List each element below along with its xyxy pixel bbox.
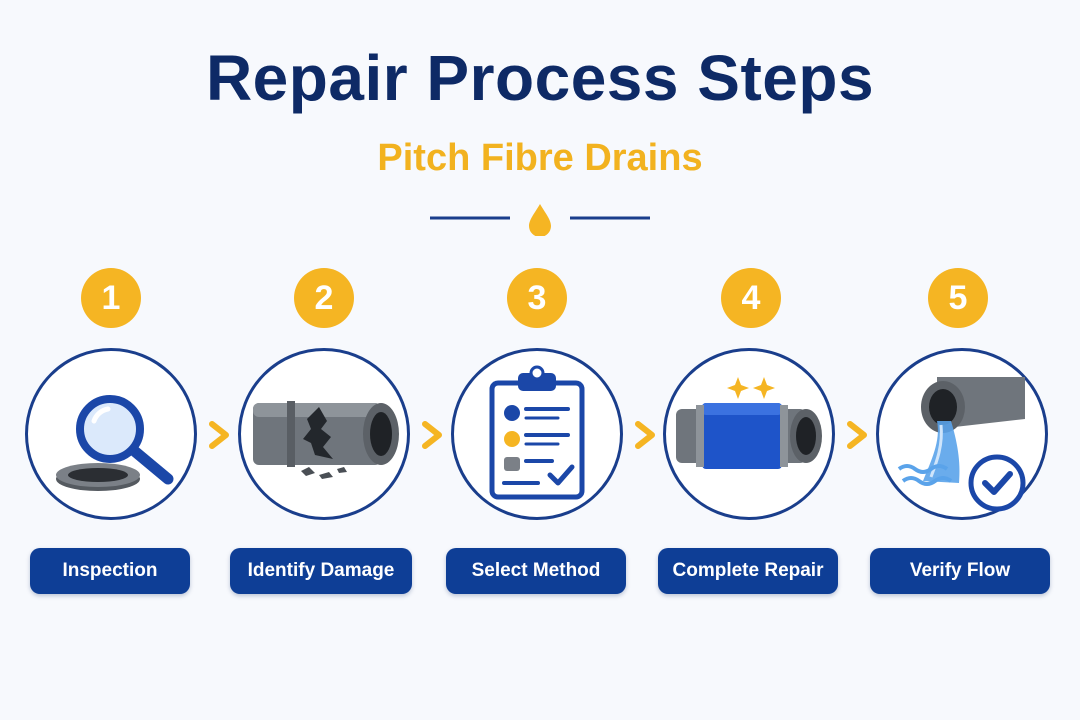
step-3-circle	[451, 348, 623, 520]
magnifier-manhole-icon	[56, 395, 174, 491]
page-title: Repair Process Steps	[205, 42, 875, 114]
clipboard-checklist-icon	[489, 365, 585, 500]
step-1-number: 1	[81, 268, 141, 328]
divider-droplet	[430, 204, 650, 236]
step-5-number: 5	[928, 268, 988, 328]
step-2-label: Identify Damage	[230, 548, 412, 594]
step-1-circle	[25, 348, 197, 520]
repaired-pipe-icon	[676, 377, 822, 469]
chevron-right-icon	[635, 421, 655, 449]
step-3-number: 3	[507, 268, 567, 328]
chevron-right-icon	[209, 421, 229, 449]
water-flow-check-icon	[897, 377, 1026, 512]
step-5-circle	[876, 348, 1048, 520]
chevron-right-icon	[422, 421, 442, 449]
step-2-number: 2	[294, 268, 354, 328]
step-2-circle	[238, 348, 410, 520]
step-4-label: Complete Repair	[658, 548, 838, 594]
step-4-number: 4	[721, 268, 781, 328]
cracked-pipe-icon	[253, 401, 399, 479]
step-3-label: Select Method	[446, 548, 626, 594]
step-1-label: Inspection	[30, 548, 190, 594]
step-4-circle	[663, 348, 835, 520]
chevron-right-icon	[847, 421, 867, 449]
page-subtitle: Pitch Fibre Drains	[377, 137, 703, 179]
step-5-label: Verify Flow	[870, 548, 1050, 594]
